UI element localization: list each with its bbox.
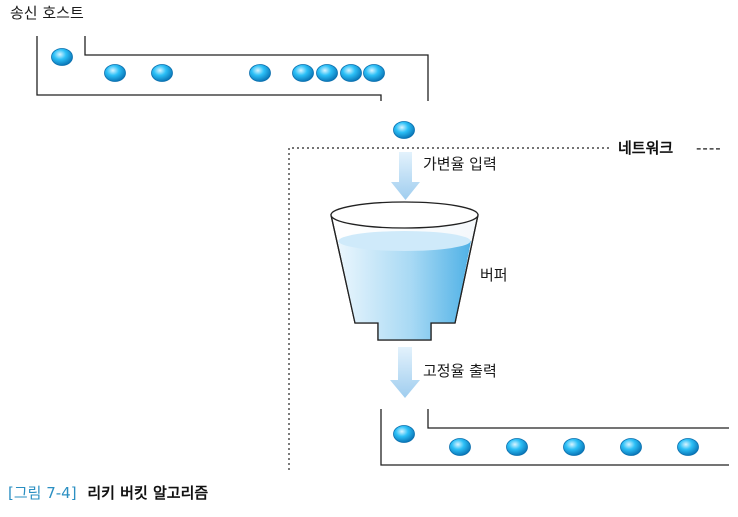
output-arrow — [390, 347, 420, 398]
packet — [620, 438, 642, 456]
buffer-label: 버퍼 — [480, 266, 508, 284]
bucket — [330, 201, 479, 341]
packet — [292, 64, 314, 82]
packet — [506, 438, 528, 456]
bucket-rim — [330, 201, 479, 229]
sender-host-label: 송신 호스트 — [10, 4, 84, 22]
packet — [249, 64, 271, 82]
bucket-water — [338, 241, 471, 340]
output-packets — [393, 425, 699, 456]
sender-packets — [51, 48, 385, 82]
caption-title: 리키 버킷 알고리즘 — [87, 484, 209, 502]
packet — [316, 64, 338, 82]
packet — [104, 64, 126, 82]
packet — [363, 64, 385, 82]
network-boundary — [288, 147, 610, 470]
network-dash: ---- — [696, 139, 722, 157]
variable-input-label: 가변율 입력 — [423, 155, 497, 173]
sender-pipe — [36, 36, 429, 101]
packet — [449, 438, 471, 456]
packet — [340, 64, 362, 82]
packet — [151, 64, 173, 82]
packet — [677, 438, 699, 456]
incoming-packet — [393, 121, 415, 139]
packet — [563, 438, 585, 456]
figure-caption: [그림 7-4] 리키 버킷 알고리즘 — [8, 486, 208, 501]
caption-number: [그림 7-4] — [8, 484, 77, 502]
water-surface — [338, 231, 471, 251]
network-label: 네트워크 — [618, 139, 674, 157]
input-arrow — [391, 152, 420, 200]
fixed-output-label: 고정율 출력 — [423, 362, 497, 380]
packet — [51, 48, 73, 66]
packet — [393, 425, 415, 443]
output-pipe — [380, 409, 729, 466]
